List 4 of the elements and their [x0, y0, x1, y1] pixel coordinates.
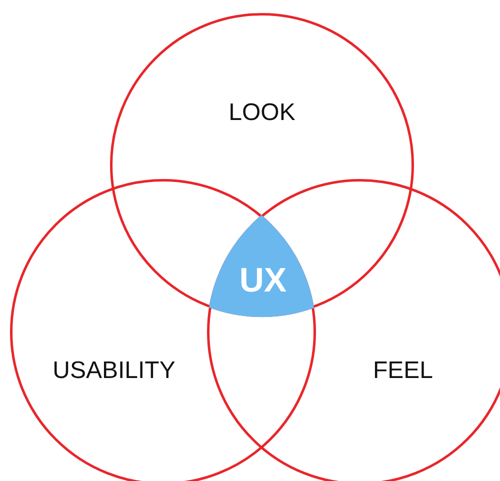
circle-label: USABILITY	[52, 357, 176, 385]
circle-label: UX	[239, 261, 287, 300]
circle-label: FEEL	[372, 357, 434, 385]
circle-label: LOOK	[228, 99, 296, 127]
